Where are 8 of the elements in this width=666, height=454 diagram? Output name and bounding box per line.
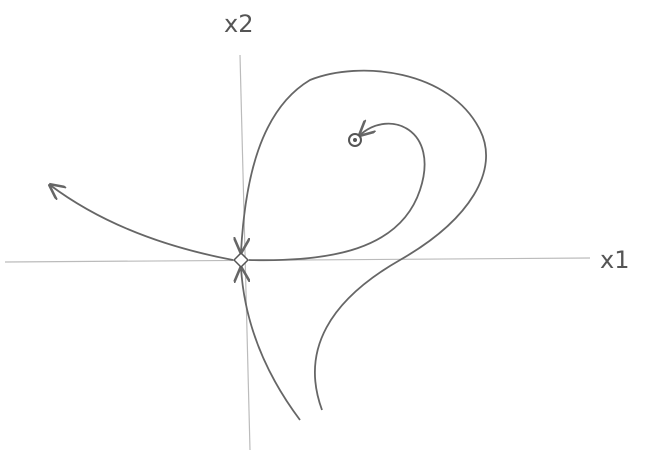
- spiral-point: [348, 133, 362, 147]
- axis-label: x1: [600, 246, 630, 274]
- axis-label: x2: [224, 10, 254, 38]
- saddle-point: [233, 252, 249, 268]
- trajectory-arrow: [249, 118, 426, 262]
- trajectory-arrow: [47, 182, 234, 261]
- trajectory-arrow: [232, 70, 487, 410]
- trajectory-arrow: [233, 265, 301, 421]
